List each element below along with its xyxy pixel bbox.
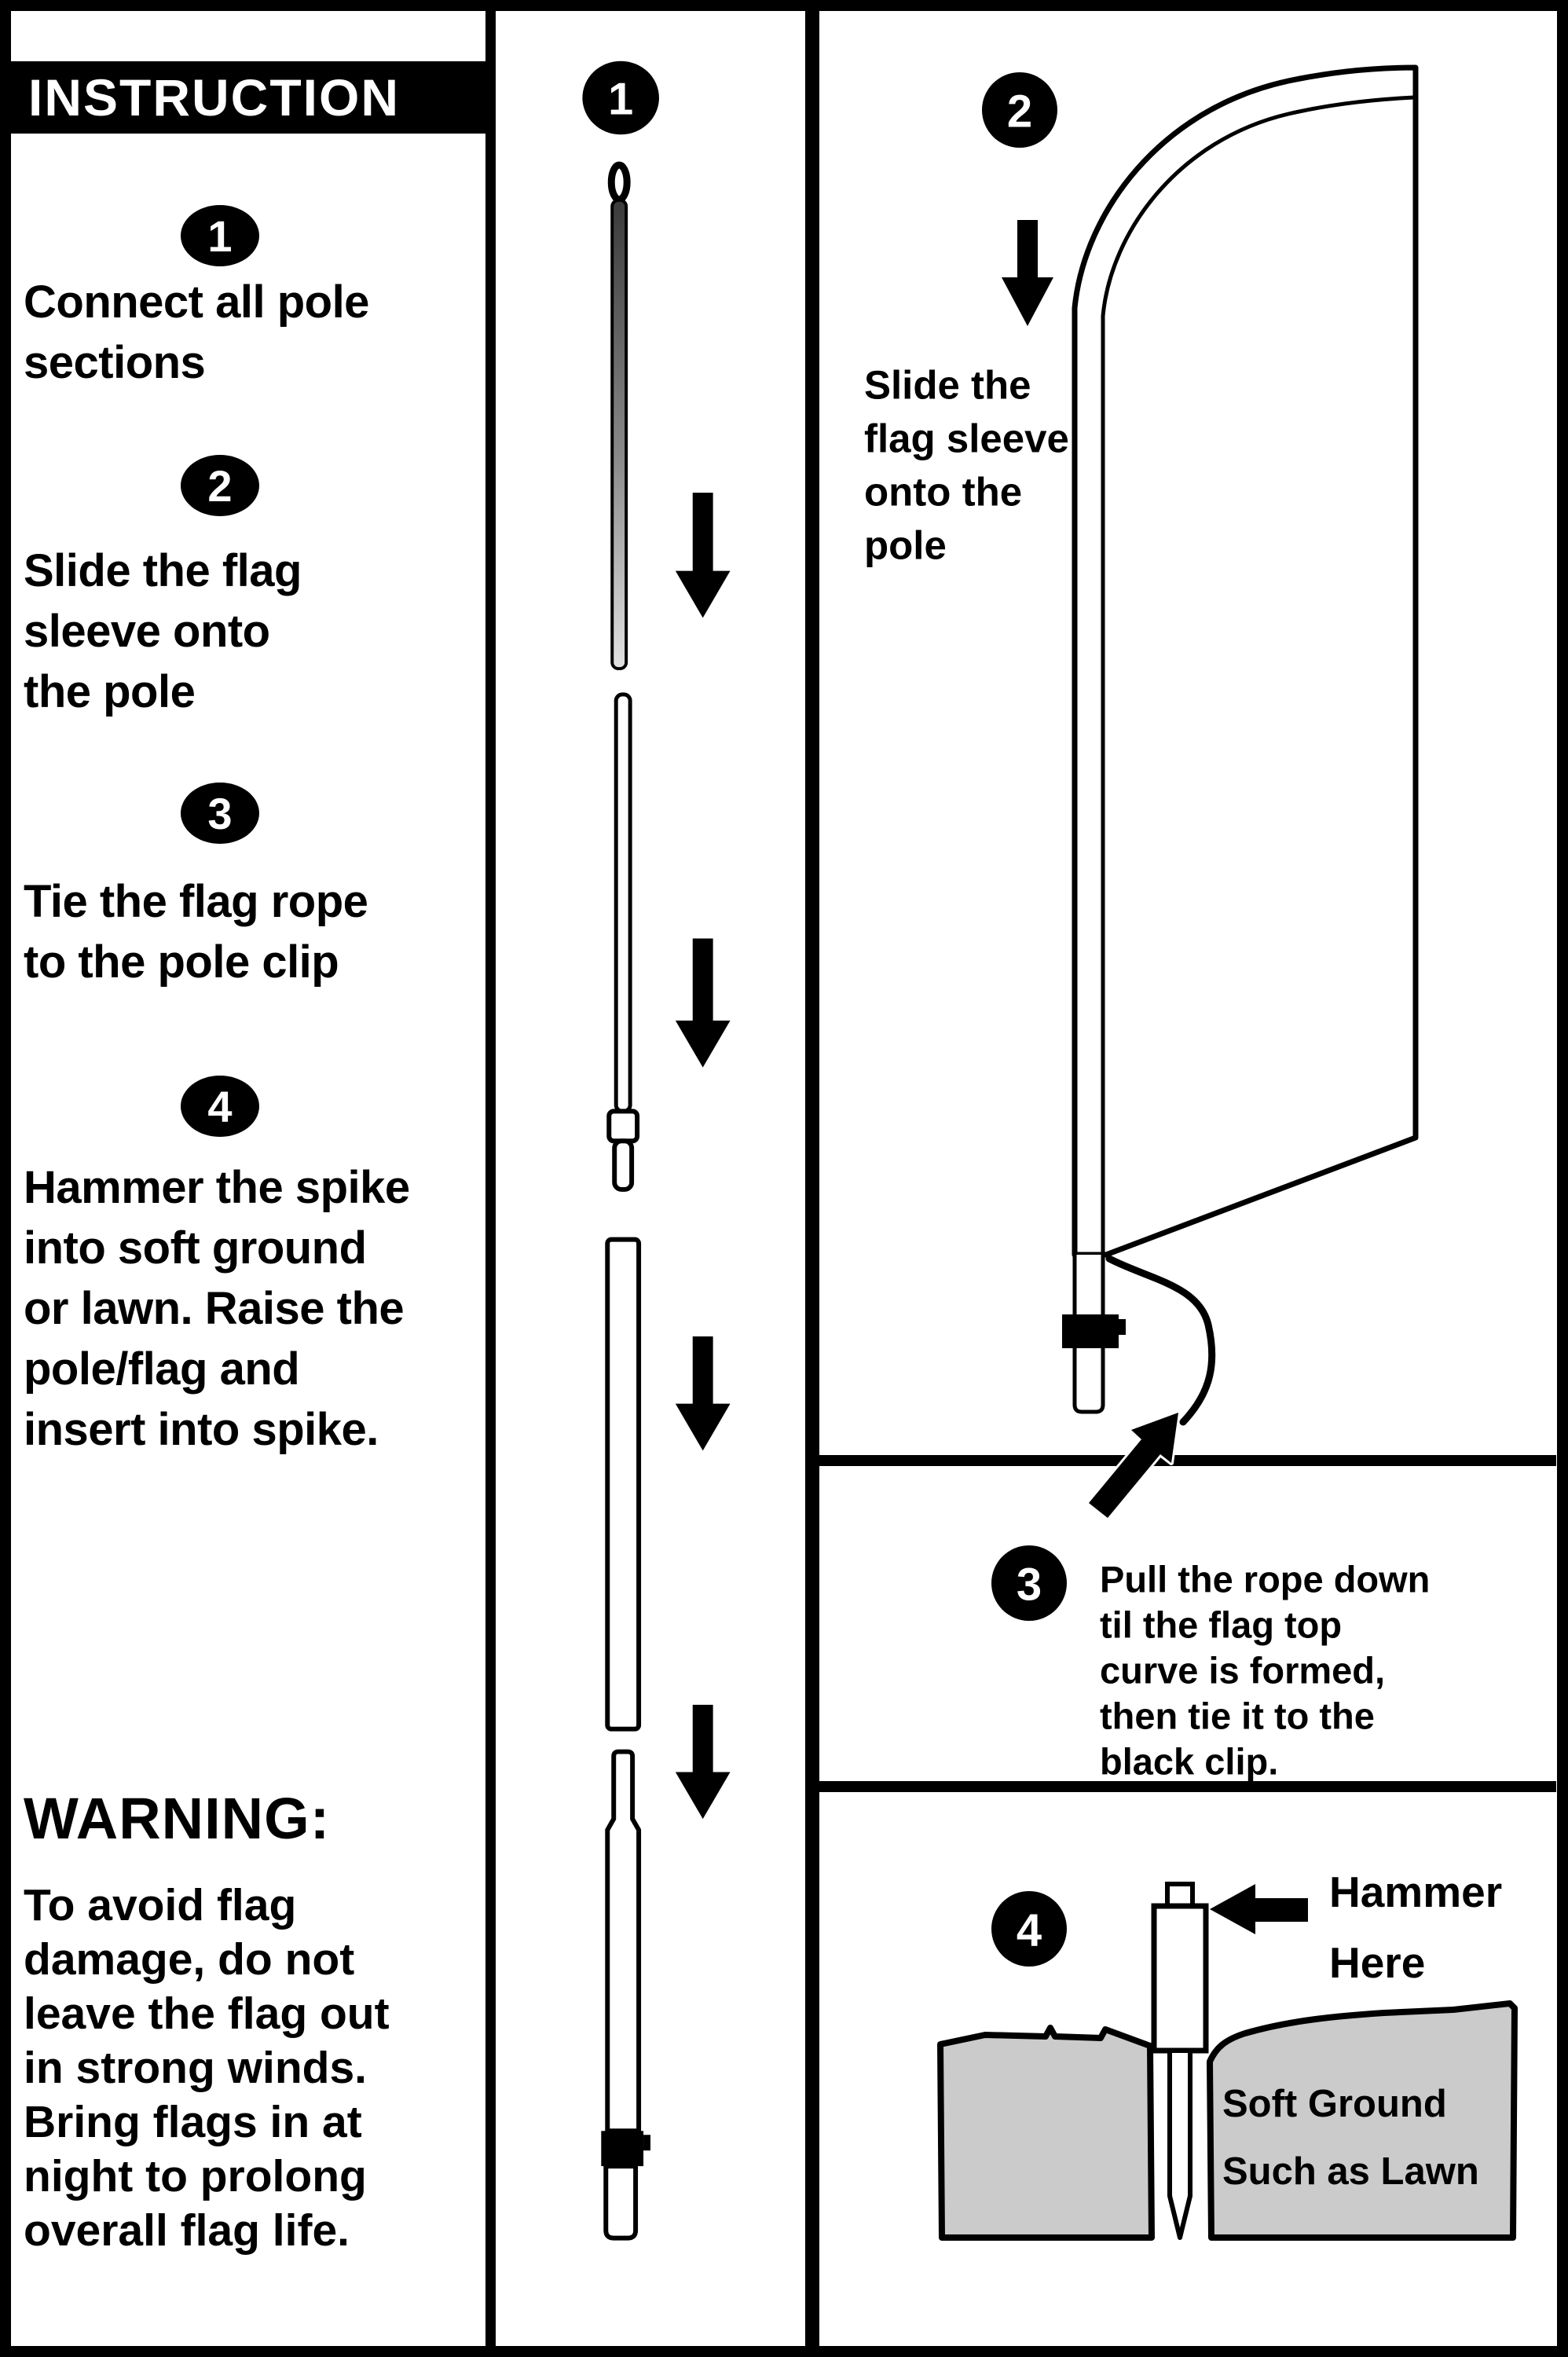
panel2-line4: pole	[864, 523, 947, 568]
step4-line5: insert into spike.	[24, 1404, 379, 1455]
step4-line4: pole/flag and	[24, 1343, 300, 1395]
panel2-number: 2	[1007, 86, 1032, 137]
middle-step1-badge	[582, 60, 659, 135]
up-right-arrow-icon	[1086, 1410, 1181, 1520]
step2-line3: the pole	[24, 666, 196, 717]
step2-number: 2	[207, 460, 233, 511]
step3-line2: to the pole clip	[24, 937, 339, 988]
flag-outline	[1072, 64, 1419, 1258]
step4-badge: 4	[181, 1076, 259, 1137]
right-panels: 2 Slide the flag sleeve onto the pole 3 …	[819, 64, 1556, 2241]
step3-badge: 3	[181, 783, 259, 844]
step1-text: Connect all pole sections	[24, 272, 369, 393]
column-divider-middle	[805, 11, 819, 2346]
step2-badge: 2	[181, 455, 259, 516]
flag-sleeve-inner-line	[1101, 95, 1415, 1255]
step4-text: Hammer the spike into soft ground or law…	[24, 1157, 410, 1460]
panel3-badge	[991, 1545, 1067, 1621]
down-arrow-icon-1	[675, 493, 731, 618]
pole-black-clip	[601, 2131, 644, 2167]
spike-head	[1151, 1903, 1209, 2054]
panel3-line2: til the flag top	[1100, 1604, 1342, 1646]
step3-number: 3	[207, 788, 233, 838]
down-arrow-icon-slide	[1002, 220, 1053, 326]
panel3-line3: curve is formed,	[1100, 1650, 1385, 1692]
flag-pole-clip-nub	[1119, 1319, 1126, 1335]
left-arrow-icon-hammer	[1210, 1884, 1308, 1934]
pole-connector-pin	[612, 1138, 635, 1192]
flag-rope	[1105, 1255, 1216, 1426]
middle-step1-number: 1	[608, 74, 633, 124]
step3-text: Tie the flag rope to the pole clip	[24, 871, 368, 992]
ground-label-line2: Such as Lawn	[1222, 2150, 1479, 2193]
flag-pole-clip	[1062, 1314, 1119, 1348]
warning-line4: in strong winds.	[24, 2043, 367, 2093]
hammer-label-line2: Here	[1329, 1938, 1425, 1987]
step4-number: 4	[207, 1081, 233, 1131]
ground-label-line1: Soft Ground	[1222, 2083, 1447, 2125]
warning-line1: To avoid flag	[24, 1880, 297, 1930]
panel-divider-2-3	[819, 1455, 1556, 1466]
down-arrow-icon-3	[675, 1336, 731, 1451]
step1-number: 1	[207, 211, 233, 261]
step3-line1: Tie the flag rope	[24, 876, 368, 927]
panel3-line4: then tie it to the	[1100, 1695, 1375, 1737]
hammer-label-line1: Hammer	[1329, 1868, 1502, 1916]
pole-clip-nub	[643, 2135, 651, 2151]
panel2-line1: Slide the	[864, 363, 1031, 408]
panel-divider-3-4	[819, 1781, 1556, 1792]
step1-line1: Connect all pole	[24, 277, 369, 328]
ground-left	[937, 2025, 1155, 2241]
warning-line5: Bring flags in at	[24, 2097, 362, 2147]
panel2-line3: onto the	[864, 470, 1022, 515]
spike-shaft	[1167, 2048, 1192, 2240]
panel3-number: 3	[1017, 1560, 1042, 1611]
warning-line3: leave the flag out	[24, 1989, 390, 2039]
step1-badge: 1	[181, 205, 259, 266]
panel3-line1: Pull the rope down	[1100, 1559, 1430, 1600]
step2-text: Slide the flag sleeve onto the pole	[24, 541, 302, 722]
instruction-title: INSTRUCTION	[28, 68, 400, 126]
instruction-header: INSTRUCTION	[11, 61, 485, 134]
step2-line1: Slide the flag	[24, 545, 302, 596]
panel4-number: 4	[1017, 1905, 1042, 1956]
panel2-line2: flag sleeve	[864, 416, 1069, 461]
step1-line2: sections	[24, 337, 206, 388]
step2-line2: sleeve onto	[24, 606, 270, 657]
step4-line2: into soft ground	[24, 1222, 367, 1274]
pole-section-4	[605, 1749, 642, 2134]
step4-line3: or lawn. Raise the	[24, 1283, 405, 1334]
step4-line1: Hammer the spike	[24, 1162, 410, 1213]
down-arrow-icon-2	[675, 938, 731, 1068]
panel2-badge	[982, 72, 1057, 148]
warning-text: To avoid flag damage, do not leave the f…	[24, 1879, 390, 2258]
down-arrow-icon-4	[675, 1704, 731, 1820]
warning-title: WARNING:	[24, 1786, 331, 1851]
ground-right	[1207, 2000, 1518, 2241]
pole-section-1	[610, 198, 628, 671]
panel4-badge	[991, 1891, 1067, 1967]
pole-sections-diagram: 1	[582, 60, 731, 2241]
panel3-line5: black clip.	[1100, 1741, 1278, 1783]
pole-section-3	[605, 1237, 642, 1732]
warning-line7: overall flag life.	[24, 2205, 350, 2256]
pole-section-4-base	[603, 2164, 639, 2241]
warning-line6: night to prolong	[24, 2151, 367, 2201]
column-divider-left	[485, 11, 496, 2346]
warning-line2: damage, do not	[24, 1934, 355, 1985]
